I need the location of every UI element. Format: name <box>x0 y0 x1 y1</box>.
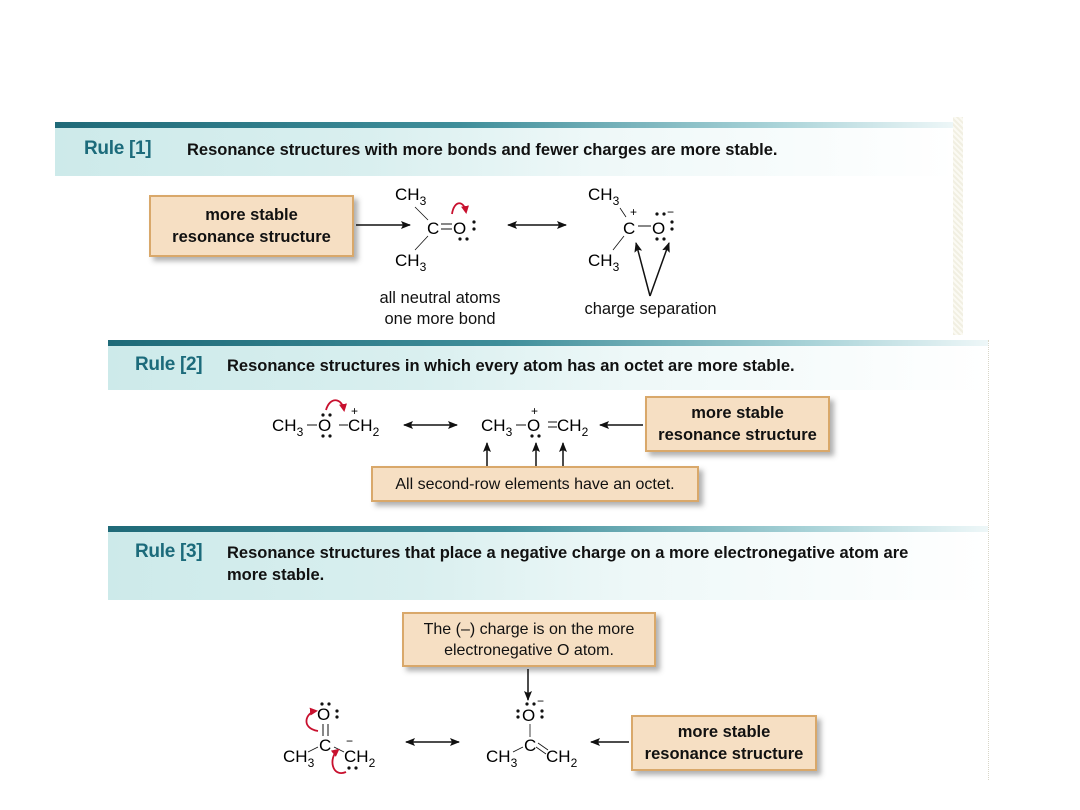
charge-arrow-left <box>634 242 651 297</box>
ch3-group: CH3 <box>588 251 620 274</box>
side-strip <box>953 117 963 335</box>
rule-3-text: Resonance structures that place a negati… <box>227 542 908 586</box>
plus-charge: + <box>630 205 637 219</box>
rule-2-header-band <box>108 346 988 390</box>
rule-2-top-bar <box>108 340 988 346</box>
minus-charge: − <box>667 205 674 219</box>
rule-1-number: Rule [1] <box>84 138 152 159</box>
rule-2-callout-line-2: resonance structure <box>658 426 817 444</box>
oxygen-atom: O <box>652 219 665 238</box>
rule-1-header-band <box>55 128 955 176</box>
rule-1-note-a-line-2: one more bond <box>384 310 496 328</box>
rule-3-callout: more stable resonance structure <box>631 715 817 771</box>
rule-1-callout: more stable resonance structure <box>149 195 354 257</box>
ch3-group: CH3 <box>588 185 620 208</box>
rule-1-top-bar <box>55 122 955 128</box>
curved-arrow-icon <box>451 202 469 215</box>
rule-3-top-bar <box>108 526 988 532</box>
rule-2-callout-line-1: more stable <box>691 404 784 422</box>
oxygen-atom: O <box>453 219 466 238</box>
carbon-atom: C <box>427 219 439 238</box>
carbon-atom: C <box>623 219 635 238</box>
rule-3-callout-line-2: resonance structure <box>644 745 804 763</box>
rule-3-note-line-1: The (–) charge is on the more <box>423 620 635 638</box>
rule-3-text-line-2: more stable. <box>227 566 325 584</box>
rule-1-note-a-line-1: all neutral atoms <box>379 289 501 307</box>
rule-1-text: Resonance structures with more bonds and… <box>187 141 778 159</box>
rule-1-structure-a: CH3 C O CH3 <box>395 185 476 274</box>
rule-3-text-line-1: Resonance structures that place a negati… <box>227 544 909 562</box>
right-edge-line <box>988 340 990 780</box>
rule-3-note: The (–) charge is on the more electroneg… <box>402 612 656 667</box>
rule-3-note-line-2: electronegative O atom. <box>444 641 614 659</box>
rule-1-callout-line-1: more stable <box>205 206 298 224</box>
rule-2-note-text: All second-row elements have an octet. <box>395 475 675 493</box>
ch3-group: CH3 <box>395 185 427 208</box>
rule-1-callout-line-2: resonance structure <box>172 228 331 246</box>
charge-arrow-right <box>649 242 670 297</box>
rule-1-structure-b: CH3 + C O − CH3 <box>588 185 674 297</box>
rule-2-note: All second-row elements have an octet. <box>371 466 699 502</box>
rule-1-note-b: charge separation <box>584 300 717 318</box>
rule-3-callout-line-1: more stable <box>677 723 771 741</box>
ch3-group: CH3 <box>395 251 427 274</box>
rule-3-number: Rule [3] <box>135 541 203 562</box>
rule-1-note-a: all neutral atoms one more bond <box>355 288 525 330</box>
rule-2-callout: more stable resonance structure <box>645 396 830 452</box>
rule-2-text: Resonance structures in which every atom… <box>227 357 795 375</box>
rule-3-header-band <box>108 532 988 600</box>
rule-2-number: Rule [2] <box>135 354 203 375</box>
